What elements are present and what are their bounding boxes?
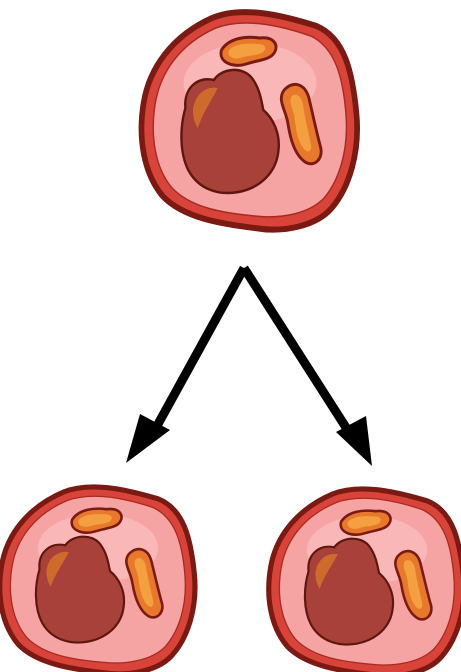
arrow-left-shaft — [152, 268, 244, 435]
arrow-right-shaft — [244, 268, 354, 440]
daughter-cell-left — [0, 487, 195, 672]
daughter-cell-right — [269, 489, 461, 672]
parent-cell — [141, 12, 357, 230]
division-arrows — [126, 268, 372, 466]
